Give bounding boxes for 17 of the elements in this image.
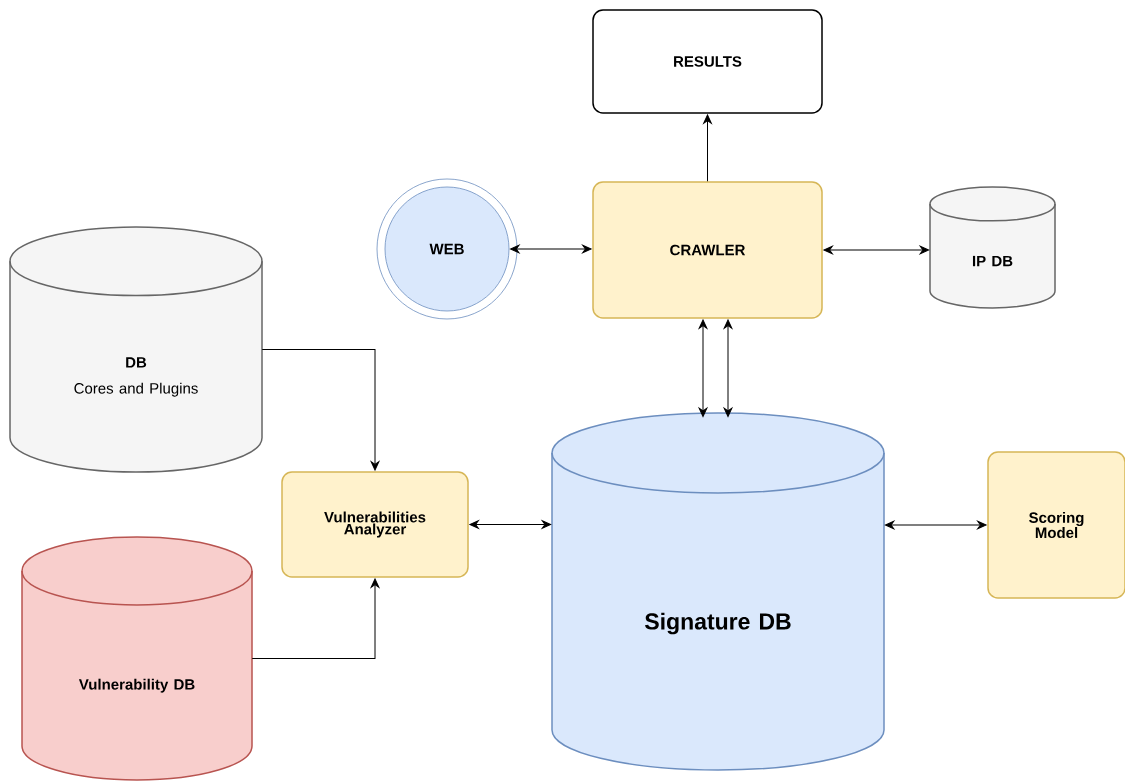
arrow — [510, 244, 592, 254]
arrow — [823, 245, 930, 255]
database-cylinder: IP DB — [929, 186, 1056, 309]
arrow — [884, 520, 987, 530]
database-cylinder: DB Cores and Plugins — [9, 226, 263, 473]
arrow — [261, 349, 380, 471]
arrow — [723, 319, 733, 418]
process-box: RESULTS — [592, 9, 823, 114]
arrow — [469, 520, 552, 529]
database-cylinder: Vulnerability DB — [21, 536, 253, 781]
arrow — [698, 319, 708, 418]
database-cylinder: Signature DB — [551, 412, 885, 771]
process-box: CRAWLER — [592, 181, 823, 319]
arrow — [251, 578, 380, 659]
process-box: Scoring Model — [987, 451, 1125, 599]
arrow — [703, 114, 712, 182]
process-box: Vulnerabilities Analyzer — [281, 471, 469, 578]
